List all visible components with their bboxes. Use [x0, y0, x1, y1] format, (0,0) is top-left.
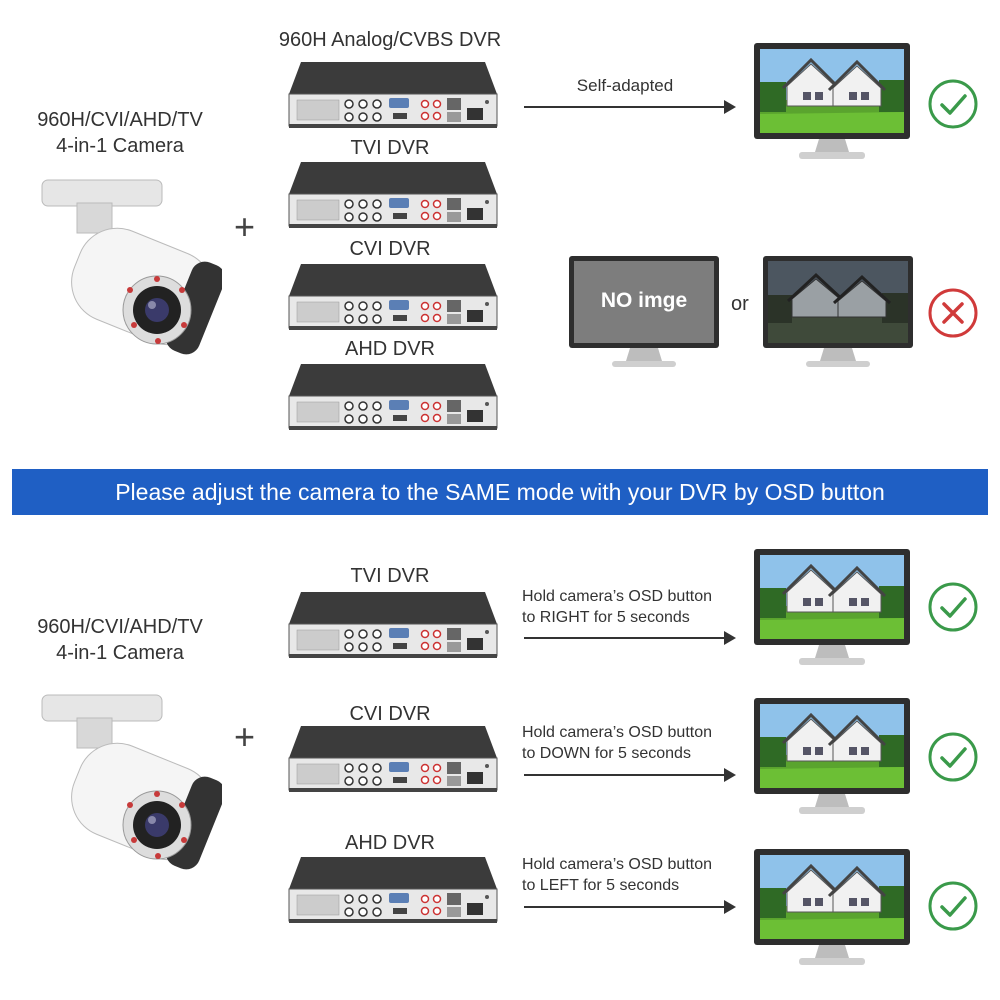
- monitor-icon: [753, 697, 911, 821]
- osd-instruction-line1: Hold camera’s OSD button: [522, 856, 713, 873]
- or-text: or: [731, 293, 749, 315]
- dvr-recorder-icon: [287, 590, 499, 660]
- arrow: [524, 900, 736, 914]
- dvr-recorder-icon: [287, 855, 499, 925]
- arrow: [524, 768, 736, 782]
- monitor-icon: [753, 548, 911, 672]
- osd-instruction-line2: to LEFT for 5 seconds: [522, 877, 680, 894]
- osd-instruction-line2: to DOWN for 5 seconds: [522, 745, 691, 762]
- dvr-recorder-icon: [287, 724, 499, 794]
- camera-label-line1: 960H/CVI/AHD/TV: [37, 616, 203, 638]
- camera-label-line2: 4-in-1 Camera: [56, 135, 184, 157]
- osd-instruction-line1: Hold camera’s OSD button: [522, 724, 713, 741]
- dvr-recorder-icon: [287, 60, 499, 130]
- dvr-label-ahd: AHD DVR: [344, 832, 435, 854]
- no-image-text: NO imge: [600, 289, 688, 312]
- instruction-banner: Please adjust the camera to the SAME mod…: [12, 469, 988, 515]
- plus-sign-top: +: [234, 206, 256, 247]
- camera-label-top: 960H/CVI/AHD/TV 4-in-1 Camera: [20, 107, 220, 159]
- dvr-label-960h: 960H Analog/CVBS DVR: [278, 29, 502, 51]
- dvr-recorder-icon: [287, 362, 499, 432]
- dvr-label-tvi: TVI DVR: [350, 565, 430, 587]
- bullet-camera-icon: [32, 175, 222, 365]
- dvr-recorder-icon: [287, 160, 499, 230]
- camera-label-line1: 960H/CVI/AHD/TV: [37, 109, 203, 131]
- monitor-icon: [753, 848, 911, 972]
- arrow: [524, 100, 736, 114]
- dvr-label-cvi: CVI DVR: [349, 238, 431, 260]
- osd-instruction-line1: Hold camera’s OSD button: [522, 588, 713, 605]
- check-circle-icon: [927, 78, 979, 130]
- check-circle-icon: [927, 880, 979, 932]
- osd-instruction: Hold camera’s OSD button to RIGHT for 5 …: [522, 586, 712, 628]
- monitor-icon: [762, 255, 914, 373]
- dvr-label-ahd: AHD DVR: [344, 338, 435, 360]
- camera-label-bottom: 960H/CVI/AHD/TV 4-in-1 Camera: [20, 614, 220, 666]
- self-adapted-label: Self-adapted: [576, 76, 674, 95]
- osd-instruction: Hold camera’s OSD button to LEFT for 5 s…: [522, 854, 712, 896]
- dvr-label-cvi: CVI DVR: [349, 703, 431, 725]
- monitor-icon: [568, 255, 720, 373]
- plus-sign-bottom: +: [234, 716, 256, 757]
- osd-instruction: Hold camera’s OSD button to DOWN for 5 s…: [522, 722, 712, 764]
- monitor-icon: [753, 42, 911, 166]
- bullet-camera-icon: [32, 690, 222, 880]
- dvr-label-tvi: TVI DVR: [350, 137, 430, 159]
- osd-instruction-line2: to RIGHT for 5 seconds: [522, 609, 690, 626]
- x-circle-icon: [927, 287, 979, 339]
- camera-label-line2: 4-in-1 Camera: [56, 642, 184, 664]
- check-circle-icon: [927, 581, 979, 633]
- dvr-recorder-icon: [287, 262, 499, 332]
- check-circle-icon: [927, 731, 979, 783]
- arrow: [524, 631, 736, 645]
